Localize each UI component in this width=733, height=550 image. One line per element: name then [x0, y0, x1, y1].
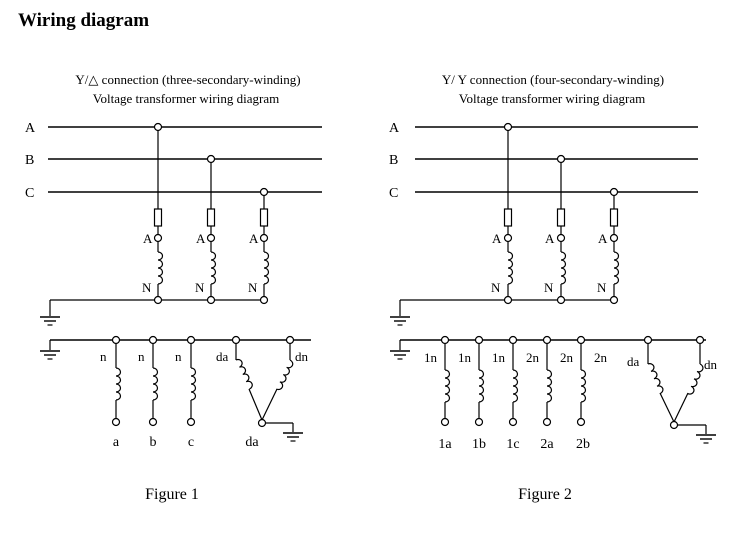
- fig2-secondary-windings: [399, 335, 707, 434]
- fig2-sec-label-3: 1n: [492, 350, 506, 365]
- fig1-secondary-windings: [49, 335, 311, 432]
- fig2-prim-label-a2: A: [545, 231, 555, 246]
- fig2-secondary-ground-icon: [389, 350, 411, 360]
- fig1-secondary-ground-icon: [39, 350, 61, 360]
- fig2-sec-label-6: 2n: [594, 350, 608, 365]
- fig1-prim-label-n2: N: [195, 280, 205, 295]
- fig1-delta-ground-icon: [282, 432, 304, 442]
- fig1-title-line2: Voltage transformer wiring diagram: [93, 91, 279, 106]
- fig1-terminal-label-c: c: [188, 435, 194, 450]
- fig1-title-line1: Y/△ connection (three-secondary-winding): [75, 72, 300, 87]
- fig2-prim-label-a3: A: [598, 231, 608, 246]
- fig2-phase-label-b: B: [389, 153, 398, 168]
- fig2-sec-label-5: 2n: [560, 350, 574, 365]
- fig2-prim-label-n2: N: [544, 280, 554, 295]
- fig2-terminal-label-1c: 1c: [506, 437, 519, 452]
- fig1-prim-label-a1: A: [143, 231, 153, 246]
- fig2-terminal-label-2a: 2a: [540, 437, 554, 452]
- fig2-title-line2: Voltage transformer wiring diagram: [459, 91, 645, 106]
- page-title: Wiring diagram: [18, 10, 150, 31]
- fig2-delta-label-dn: dn: [704, 357, 718, 372]
- fig2-primary-ground-icon: [389, 316, 411, 326]
- figure-2: Y/ Y connection (four-secondary-winding)…: [389, 72, 718, 503]
- fig2-prim-label-n3: N: [597, 280, 607, 295]
- fig2-caption: Figure 2: [518, 486, 572, 503]
- fig1-terminal-label-b: b: [150, 435, 157, 450]
- fig1-delta-label-dn: dn: [295, 349, 309, 364]
- fig2-title-line1: Y/ Y connection (four-secondary-winding): [442, 72, 664, 87]
- fig1-prim-label-a3: A: [249, 231, 259, 246]
- fig1-delta-label-da: da: [216, 349, 229, 364]
- fig1-phase-buses: [48, 126, 322, 193]
- fig1-sec-label-n2: n: [138, 349, 145, 364]
- fig2-prim-label-a1: A: [492, 231, 502, 246]
- fig1-primary-windings: [49, 122, 270, 316]
- fig2-delta-ground-icon: [695, 434, 717, 444]
- fig1-primary-ground-icon: [39, 316, 61, 326]
- fig1-prim-label-n3: N: [248, 280, 258, 295]
- fig2-prim-label-n1: N: [491, 280, 501, 295]
- fig1-sec-label-n1: n: [100, 349, 107, 364]
- fig2-primary-windings: [399, 122, 620, 316]
- fig1-sec-label-n3: n: [175, 349, 182, 364]
- fig1-terminal-label-a: a: [113, 435, 120, 450]
- fig2-terminal-label-1a: 1a: [438, 437, 452, 452]
- fig2-phase-buses: [415, 126, 698, 193]
- fig1-phase-label-a: A: [25, 121, 36, 136]
- fig2-sec-label-2: 1n: [458, 350, 472, 365]
- fig2-sec-label-4: 2n: [526, 350, 540, 365]
- fig2-phase-label-a: A: [389, 121, 400, 136]
- fig2-terminal-label-1b: 1b: [472, 437, 486, 452]
- fig1-prim-label-a2: A: [196, 231, 206, 246]
- fig2-terminal-label-2b: 2b: [576, 437, 590, 452]
- fig1-terminal-label-da: da: [245, 435, 259, 450]
- fig1-prim-label-n1: N: [142, 280, 152, 295]
- figure-1: Y/△ connection (three-secondary-winding)…: [25, 72, 322, 503]
- fig1-caption: Figure 1: [145, 486, 199, 503]
- fig2-delta-label-da: da: [627, 354, 640, 369]
- fig2-phase-label-c: C: [389, 186, 398, 201]
- fig1-phase-label-c: C: [25, 186, 34, 201]
- fig2-sec-label-1: 1n: [424, 350, 438, 365]
- fig1-phase-label-b: B: [25, 153, 34, 168]
